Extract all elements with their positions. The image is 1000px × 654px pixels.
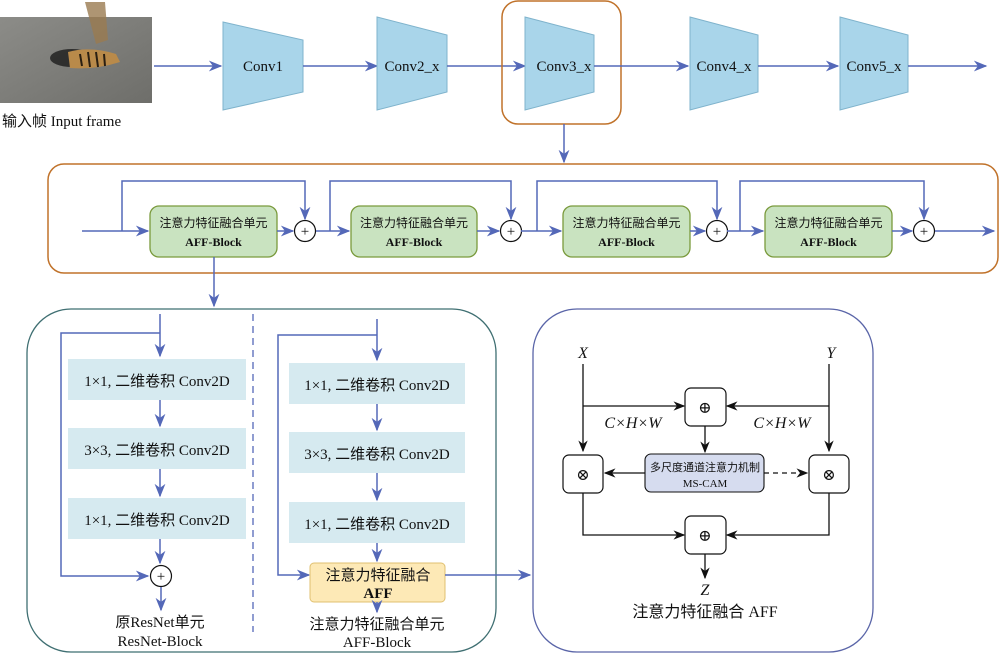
conv-layer <box>289 432 465 473</box>
conv-layer <box>68 498 246 539</box>
add-node <box>293 219 317 243</box>
skip-connection <box>739 180 930 231</box>
mscam-label-en: MS-CAM <box>683 478 728 490</box>
add-symbol: + <box>713 224 721 240</box>
stage-conv4: Conv4_x <box>689 16 759 111</box>
conv-layer <box>68 428 246 469</box>
add-symbol: + <box>301 224 309 240</box>
aff-block-label-cn: 注意力特征融合单元 <box>572 215 680 230</box>
skip-connection <box>60 332 160 582</box>
add-node <box>149 564 173 588</box>
dim-left-label: C×H×W <box>604 415 663 432</box>
aff-block-label-en: AFF-Block <box>185 235 242 249</box>
stage-label: Conv1 <box>243 59 283 75</box>
aff-block <box>149 205 278 258</box>
arrow <box>725 493 830 540</box>
conv-layer-label: 1×1, 二维卷积 Conv2D <box>84 512 230 529</box>
stage-label: Conv5_x <box>846 59 902 75</box>
conv-layer-label: 1×1, 二维卷积 Conv2D <box>84 373 230 390</box>
aff-block-label-cn: 注意力特征融合单元 <box>360 215 468 230</box>
add-node <box>912 219 936 243</box>
aff-block-label-cn: 注意力特征融合单元 <box>774 215 882 230</box>
add-symbol: + <box>157 569 165 585</box>
block-comparison-frame <box>26 308 497 653</box>
highlight-conv3-frame <box>501 0 622 125</box>
skip-connection <box>329 180 517 231</box>
conv-layer-label: 1×1, 二维卷积 Conv2D <box>304 377 450 394</box>
output-z-label: Z <box>701 582 711 599</box>
aff-chain: 注意力特征融合单元 AFF-Block + 注意力特征融合单元 AFF-Block + 注意… <box>82 180 996 258</box>
skip-connection <box>536 180 723 231</box>
aff-detail: X Y C×H×W C×H×W ⊕ 多尺度通道注意力机制 MS-CAM ⊗ ⊗ … <box>562 345 850 621</box>
skip-connection <box>277 334 377 581</box>
stage-conv3: Conv3_x <box>524 16 595 111</box>
input-x-label: X <box>577 345 589 362</box>
mul-symbol: ⊗ <box>576 467 589 484</box>
stage-conv2: Conv2_x <box>376 16 448 111</box>
skip-connection <box>121 180 311 231</box>
input-y-label: Y <box>827 345 838 362</box>
add-symbol: + <box>507 224 515 240</box>
stage-label: Conv2_x <box>384 59 440 75</box>
resnet-caption-cn: 原ResNet单元 <box>115 614 204 631</box>
aff-fusion-label-en: AFF <box>363 586 392 602</box>
conv-layer <box>289 363 465 404</box>
add-symbol: ⊕ <box>698 528 711 545</box>
aff-block <box>562 205 691 258</box>
stage-label: Conv3_x <box>536 59 592 75</box>
mul-symbol: ⊗ <box>822 467 835 484</box>
aff-block-caption-cn: 注意力特征融合单元 <box>309 615 444 633</box>
resnet-caption-en: ResNet-Block <box>118 634 203 650</box>
input-frame-image <box>0 2 152 103</box>
aff-chain-frame <box>47 163 999 274</box>
aff-block-label-en: AFF-Block <box>386 235 443 249</box>
conv-layer <box>289 502 465 543</box>
aff-block-detail: 1×1, 二维卷积 Conv2D 3×3, 二维卷积 Conv2D 1×1, 二… <box>277 319 532 651</box>
aff-detail-caption: 注意力特征融合 AFF <box>632 602 777 621</box>
conv-layer-label: 3×3, 二维卷积 Conv2D <box>84 442 230 459</box>
stage-conv1: Conv1 <box>222 21 304 111</box>
conv-layer-label: 1×1, 二维卷积 Conv2D <box>304 516 450 533</box>
aff-block <box>764 205 893 258</box>
conv-layer <box>68 359 246 400</box>
aff-block-caption-en: AFF-Block <box>343 635 412 651</box>
input-frame-label: 输入帧 Input frame <box>2 113 121 130</box>
aff-detail-frame <box>532 308 874 653</box>
mscam-label-cn: 多尺度通道注意力机制 <box>650 460 760 474</box>
aff-block <box>350 205 478 258</box>
stage-conv5: Conv5_x <box>839 16 909 111</box>
arrow <box>582 493 686 540</box>
aff-block-label-en: AFF-Block <box>598 235 655 249</box>
aff-fusion-label-cn: 注意力特征融合 <box>325 566 430 584</box>
aff-block-label-en: AFF-Block <box>800 235 857 249</box>
add-symbol: ⊕ <box>698 400 711 417</box>
aff-block-label-cn: 注意力特征融合单元 <box>159 215 267 230</box>
add-symbol: + <box>920 224 928 240</box>
conv-layer-label: 3×3, 二维卷积 Conv2D <box>304 446 450 463</box>
resnet-block: 1×1, 二维卷积 Conv2D 3×3, 二维卷积 Conv2D 1×1, 二… <box>60 314 246 650</box>
stage-label: Conv4_x <box>696 59 752 75</box>
dim-right-label: C×H×W <box>753 415 812 432</box>
